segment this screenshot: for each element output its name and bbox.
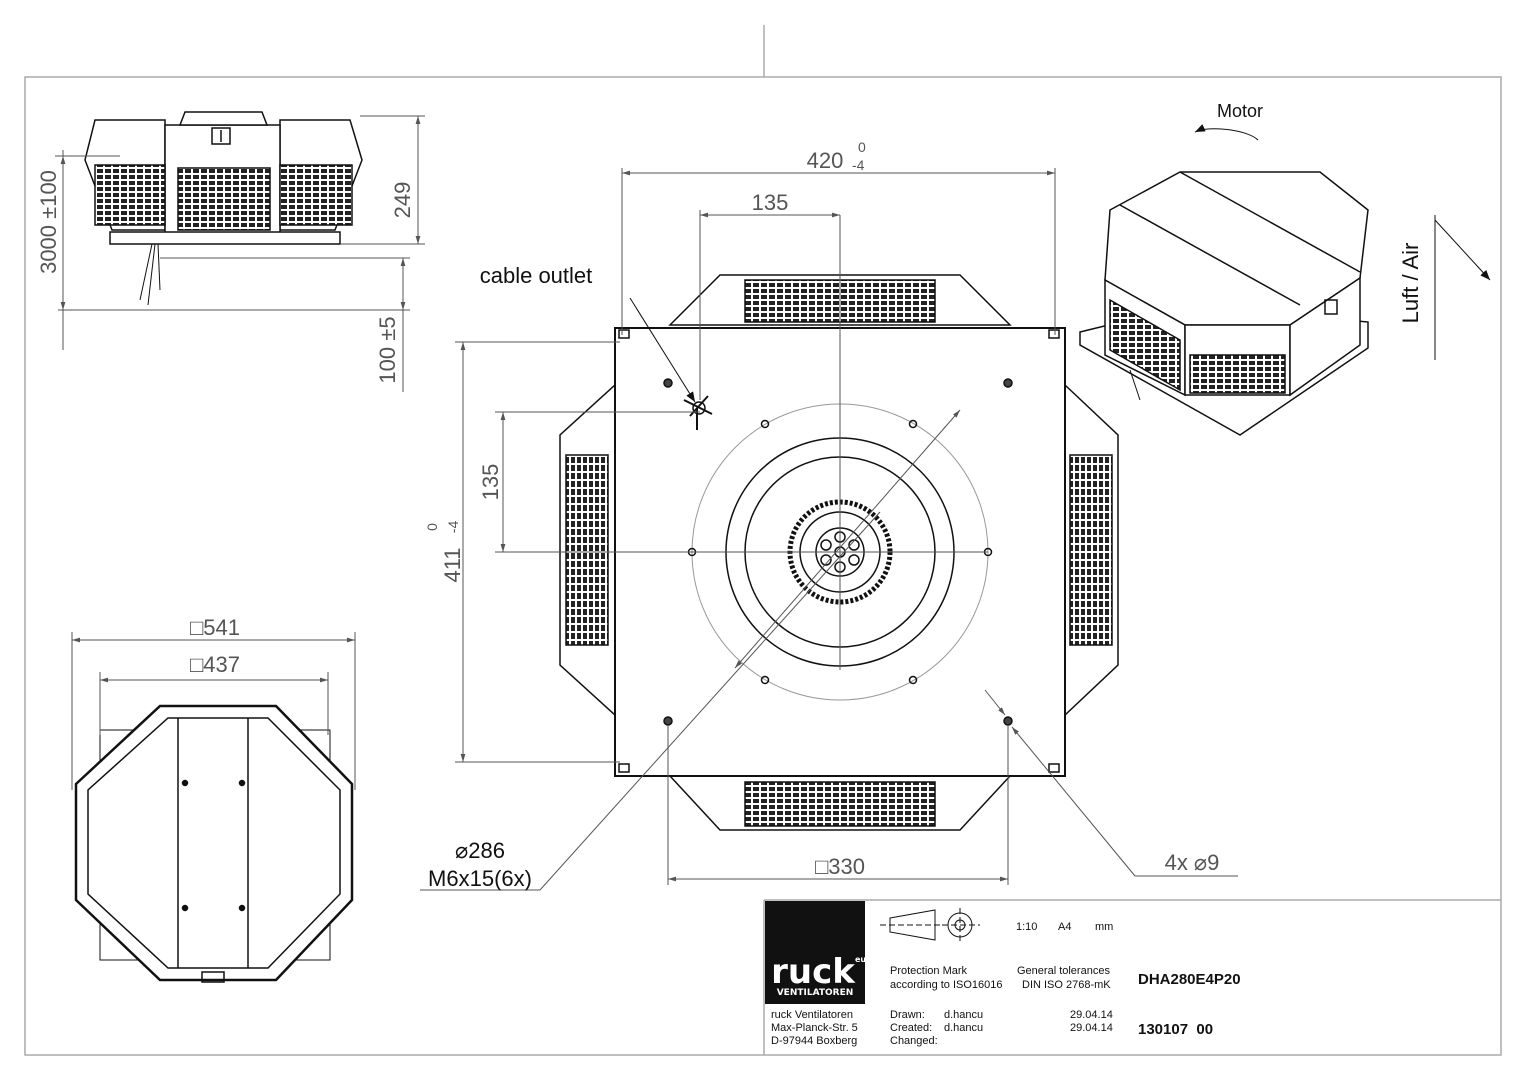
main-view-construction (420, 168, 1238, 891)
dim-420-tol-upper: 0 (858, 139, 866, 155)
dim-square-437: □437 (190, 652, 240, 677)
company-line-3: D-97944 Boxberg (771, 1035, 857, 1047)
side-view-dimensions (55, 115, 425, 392)
rotation-arrow (1194, 124, 1259, 141)
drawing-frame (24, 25, 1502, 1056)
model-number: DHA280E4P20 (1138, 971, 1241, 988)
cable-outlet-label: cable outlet (480, 263, 593, 288)
dim-screws: M6x15(6x) (428, 866, 532, 891)
motor-label: Motor (1217, 101, 1263, 121)
dim-cable-offset: 100 ±5 (375, 316, 400, 383)
dim-cable-length: 3000 ±100 (36, 170, 61, 274)
drawn-by: d.hancu (944, 1009, 983, 1021)
ruck-logo-sup: eu (855, 955, 866, 964)
drawing-number: 130107 00 (1138, 1021, 1213, 1038)
created-by: d.hancu (944, 1022, 983, 1034)
created-label: Created: (890, 1022, 932, 1034)
changed-label: Changed: (890, 1035, 938, 1047)
protection-mark-1: Protection Mark (890, 965, 968, 977)
dim-411-tol-upper: 0 (424, 523, 440, 531)
scale: 1:10 (1016, 921, 1037, 933)
ruck-logo: ruck (771, 952, 856, 992)
dim-square-541: □541 (190, 615, 240, 640)
tolerances-1: General tolerances (1017, 965, 1110, 977)
octagon-dimensions (71, 632, 356, 790)
ruck-logo-sub: VENTILATOREN (777, 988, 854, 998)
side-view (84, 111, 363, 306)
dim-135-vertical: 135 (478, 464, 503, 501)
dim-square-330: □330 (815, 854, 865, 879)
isometric-view (1079, 171, 1369, 436)
paper-size: A4 (1058, 921, 1071, 933)
ruck-logo-box (765, 901, 865, 1004)
drawn-date: 29.04.14 (1070, 1009, 1113, 1021)
dim-420-tol-lower: -4 (852, 157, 865, 173)
title-block-frame (763, 899, 1501, 1055)
dim-411-tol-lower: -4 (445, 521, 461, 534)
dim-135-horizontal: 135 (752, 190, 789, 215)
units: mm (1095, 921, 1113, 933)
company-line-2: Max-Planck-Str. 5 (771, 1022, 858, 1034)
octagon-view (74, 704, 354, 983)
dim-420: 420 (807, 148, 844, 173)
company-line-1: ruck Ventilatoren (771, 1009, 853, 1021)
airflow-label: Luft / Air (1398, 243, 1423, 324)
tolerances-2: DIN ISO 2768-mK (1022, 979, 1111, 991)
dim-hole-9: 4x ⌀9 (1165, 850, 1220, 875)
protection-mark-2: according to ISO16016 (890, 979, 1003, 991)
projection-symbol (880, 908, 980, 942)
dim-249: 249 (390, 182, 415, 219)
dim-411: 411 (440, 547, 465, 582)
drawn-label: Drawn: (890, 1009, 925, 1021)
dim-bolt-circle: ⌀286 (455, 838, 505, 863)
airflow-arrow (1434, 215, 1491, 360)
created-date: 29.04.14 (1070, 1022, 1113, 1034)
